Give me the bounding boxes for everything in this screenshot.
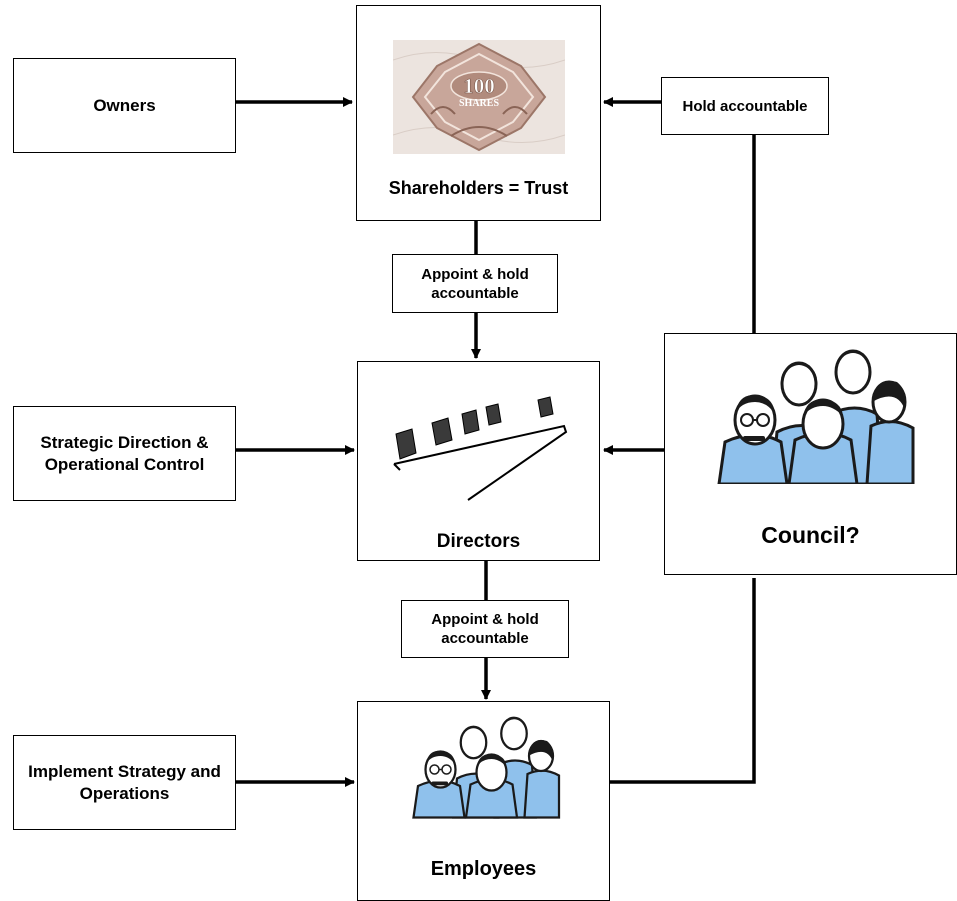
implement-strategy-label: Implement Strategy and Operations [28,761,221,803]
boardroom-table-image [393,396,568,501]
share-certificate-number: 100 [463,74,495,98]
strategic-direction-box: Strategic Direction & Operational Contro… [13,406,236,501]
owners-box: Owners [13,58,236,153]
share-certificate-word: SHARES [459,98,499,109]
owners-label: Owners [93,95,156,115]
appoint-hold-accountable-label-bottom: Appoint & hold accountable [401,600,569,658]
hold-accountable-text: Hold accountable [682,97,808,115]
appoint-hold-accountable-text-bottom: Appoint & hold accountable [431,611,539,647]
strategic-direction-label: Strategic Direction & Operational Contro… [40,432,209,474]
implement-strategy-box: Implement Strategy and Operations [13,735,236,830]
directors-title: Directors [436,531,521,552]
line-council-to-employees [610,578,756,784]
hold-accountable-label: Hold accountable [661,77,829,135]
appoint-hold-accountable-text-top: Appoint & hold accountable [421,265,529,302]
shareholders-title: Shareholders = Trust [388,178,569,198]
share-certificate-image: 100 SHARES [393,40,565,154]
employees-title: Employees [430,858,537,880]
directors-box: Directors [357,361,600,561]
employees-box: Employees [357,701,610,901]
council-title: Council? [761,522,860,548]
appoint-hold-accountable-label-top: Appoint & hold accountable [392,254,558,313]
group-of-people-icon [717,349,915,484]
group-of-people-icon [412,716,561,819]
shareholders-box: 100 SHARES Shareholders = Trust [356,5,601,221]
arrow-council-to-shareholders [603,97,756,333]
council-box: Council? [664,333,957,575]
